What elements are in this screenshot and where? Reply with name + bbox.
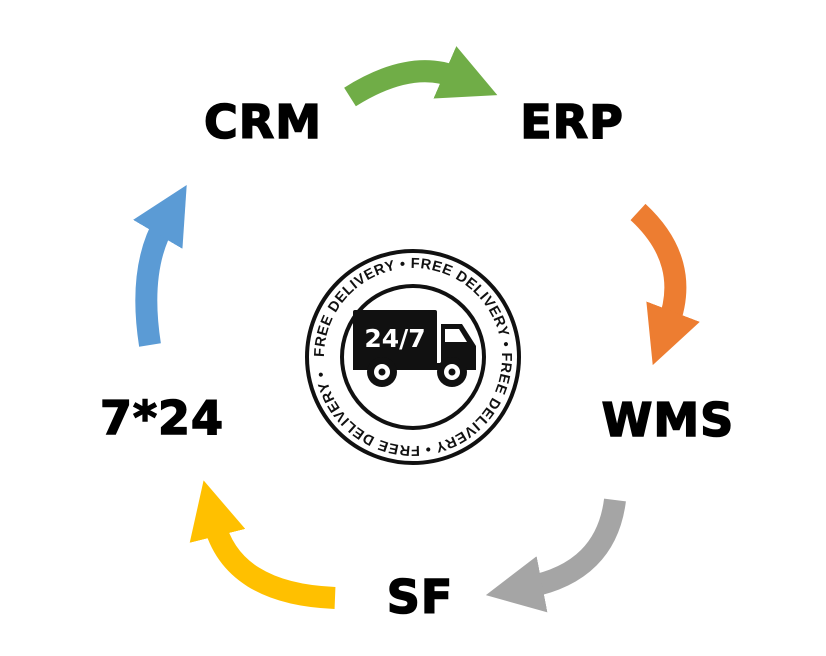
- node-label-7x24: 7*24: [99, 390, 225, 446]
- arrow-crm-to-erp-icon: [344, 46, 498, 107]
- node-label-sf: SF: [386, 569, 454, 625]
- badge-outer-circle: [305, 249, 521, 465]
- arrow-sf-to-7x24-icon: [189, 480, 336, 609]
- arrow-wms-to-sf-icon: [485, 498, 626, 613]
- node-label-crm: CRM: [203, 94, 322, 150]
- delivery-truck-icon: 24/7: [353, 310, 476, 387]
- node-label-erp: ERP: [519, 94, 624, 150]
- truck-chassis: [353, 363, 476, 370]
- arrow-7x24-to-crm-icon: [133, 184, 187, 347]
- truck-rear-wheel-hub: [378, 368, 386, 376]
- truck-cargo-box: [353, 310, 437, 366]
- badge-inner-circle: [340, 284, 486, 430]
- truck-front-wheel-hub: [448, 368, 456, 376]
- truck-cab-window: [445, 329, 467, 342]
- truck-24-7-label: 24/7: [364, 324, 425, 353]
- node-label-wms: WMS: [601, 392, 735, 448]
- arrow-erp-to-wms-icon: [630, 203, 700, 366]
